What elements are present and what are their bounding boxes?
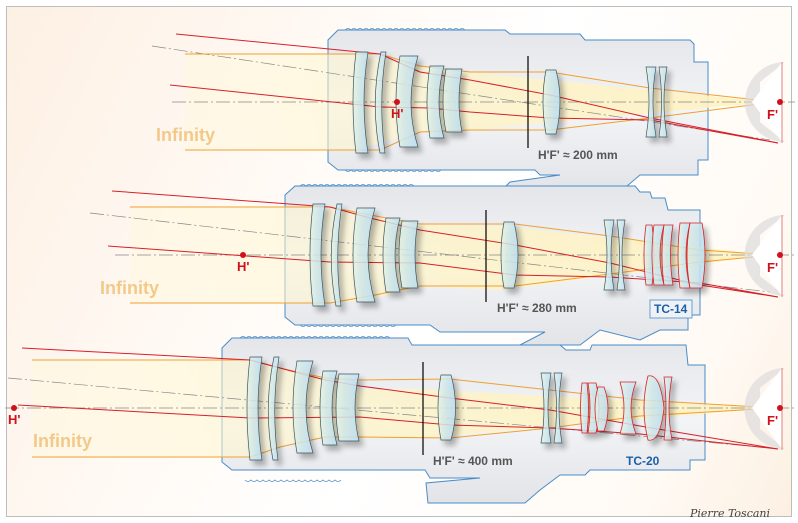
tc-lens-element [619,381,637,435]
teleconverter-badge [649,299,693,319]
lens-group [352,51,668,154]
focal-point-marker [777,252,783,258]
lens-element [395,55,419,148]
focal-point-marker [777,99,783,105]
lens-element [616,219,626,291]
lens-element [645,66,657,138]
principal-point-label: H' [391,106,403,121]
principal-point-marker [11,405,17,411]
housing-thread [299,184,415,187]
housing-thread [344,169,442,172]
infinity-label: Infinity [33,431,92,451]
lens-element [500,221,519,289]
tc-lens-element [580,382,589,434]
lens-element [603,219,615,291]
light-beam [32,360,770,457]
artist-signature: Pierre Toscani [689,507,770,520]
teleconverter-lens-group [643,222,706,289]
lens-element [382,217,401,293]
lens-element [374,51,387,154]
focal-point-label: F' [767,260,778,275]
principal-point-label: H' [8,412,20,427]
tc-lens-element [686,222,706,289]
lens-group [246,356,563,461]
diagram-bare-lens: H' F' Infinity H'F' ≈ 200 mm [151,28,795,193]
lens-element [335,373,360,442]
lens-element [398,220,419,289]
diagram-with-tc20: H' F' Infinity H'F' ≈ 400 mm TC-20 [5,336,795,504]
tc-lens-element [661,224,674,286]
lens-element [437,374,456,441]
diagram-with-tc14: H' F' Infinity H'F' ≈ 280 mm TC-14 [89,184,795,346]
principal-point-marker [394,99,400,105]
lens-element [553,372,563,444]
lens-element [352,51,369,154]
lens-element [267,356,280,461]
oblique-axis [151,45,771,141]
focal-point-label: F' [767,107,778,122]
teleconverter-label: TC-20 [626,454,660,468]
lens-element [658,66,668,138]
lens-element [352,207,376,303]
housing-thread [299,324,397,327]
lens-element [292,360,314,454]
lens-element [442,68,463,133]
lens-element [319,370,338,446]
tc-lens-element [663,376,673,441]
lens-element [330,203,343,307]
focal-point-marker [777,405,783,411]
oblique-axis [7,377,771,449]
principal-point-marker [240,252,246,258]
housing-thread [244,479,342,482]
housing-thread [344,28,466,31]
teleconverter-lens-group [580,375,673,441]
infinity-label: Infinity [156,125,215,145]
principal-point-label: H' [237,259,249,274]
focal-point-label: F' [767,413,778,428]
infinity-label: Infinity [100,278,159,298]
teleconverter-label: TC-14 [654,302,688,316]
tc-lens-element [594,386,609,432]
oblique-axis [89,212,771,293]
lens-element [246,356,263,461]
lens-element [540,372,552,444]
lens-group [309,203,626,307]
tc-lens-element [643,375,665,441]
lens-element [309,203,326,307]
focal-distance-label: H'F' ≈ 200 mm [538,148,618,162]
lens-element [542,69,561,135]
lens-element [426,65,445,139]
focal-distance-label: H'F' ≈ 400 mm [433,454,513,468]
housing-thread [239,336,391,339]
focal-distance-label: H'F' ≈ 280 mm [497,301,577,315]
light-beam [185,54,770,150]
